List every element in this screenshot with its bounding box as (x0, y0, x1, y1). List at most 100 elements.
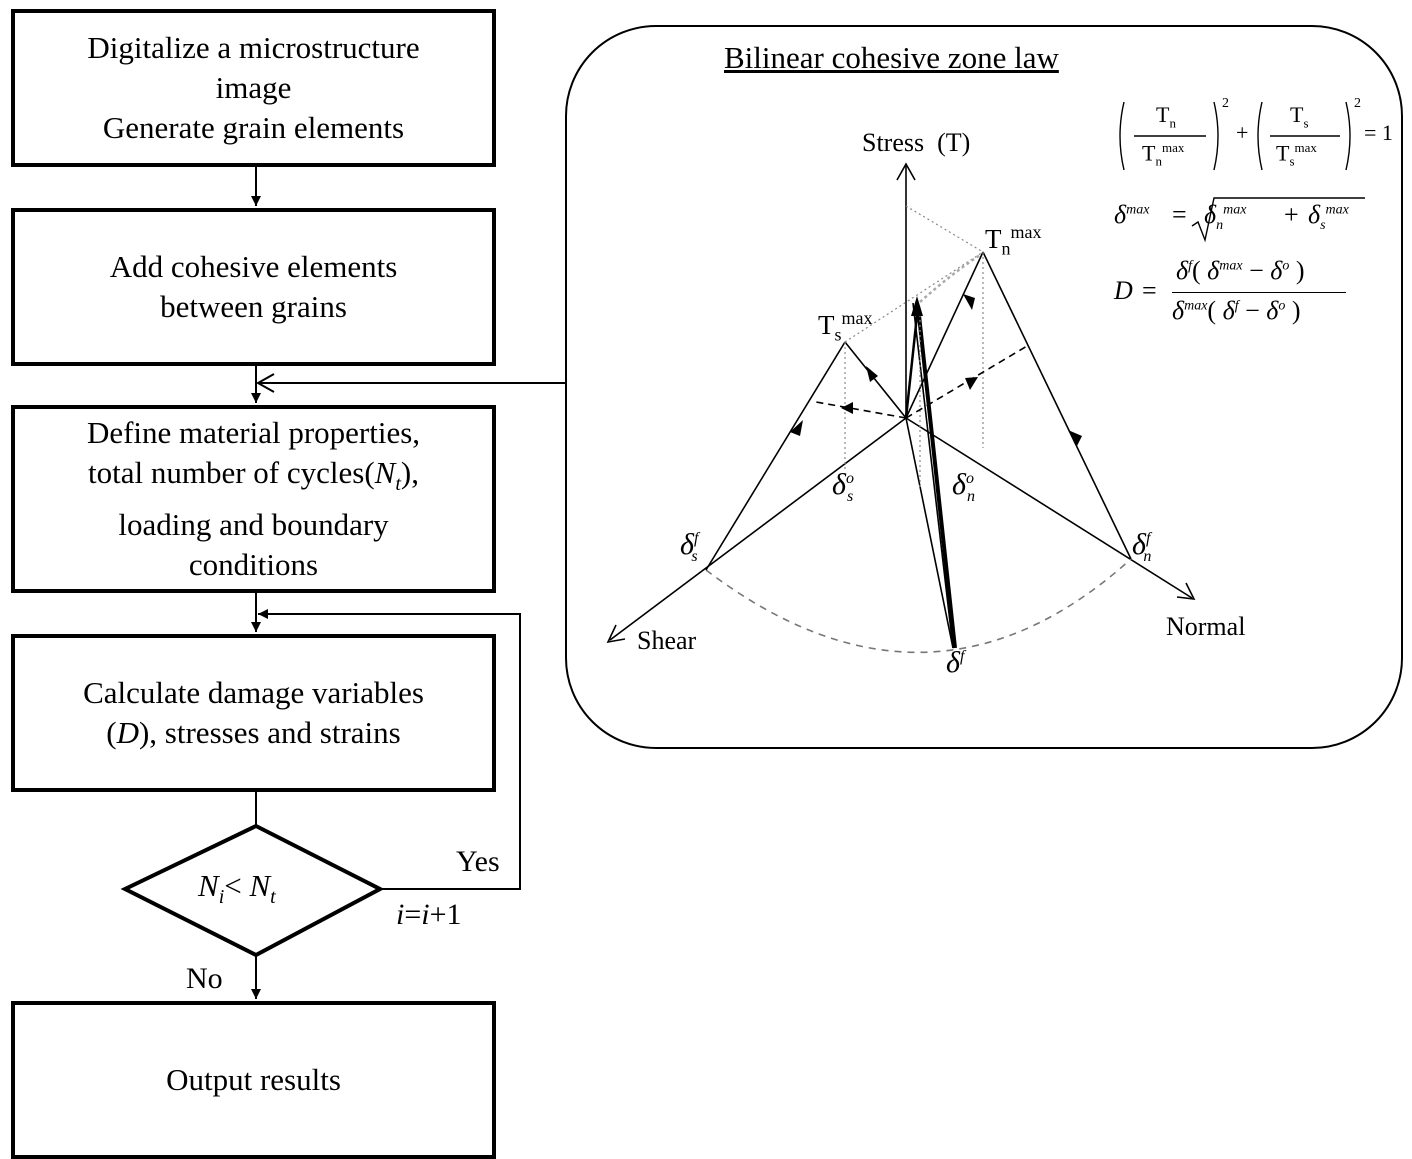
dashed-shear (815, 401, 907, 419)
shear-axis-label: Shear (637, 626, 697, 655)
shear-triangle-down (844, 341, 907, 419)
dashed-normal (905, 345, 1028, 419)
ts-sub: s (834, 324, 842, 345)
ts-sup: max (841, 308, 873, 328)
eq2-ds: δsmax (1308, 200, 1349, 234)
dno-sup: o (965, 470, 974, 487)
arrow-normal-down (1068, 430, 1082, 446)
step-define-line2-tail: ), (400, 455, 419, 491)
delta-n-o-label: δon (952, 468, 975, 506)
step-calculate-line2-tail: ), stresses and strains (138, 715, 401, 750)
dnf-d: δ (1132, 528, 1146, 561)
increment-label: i=i+1 (396, 898, 462, 932)
shear-axis-head (606, 624, 626, 644)
dnf-sup: f (1145, 530, 1151, 547)
normal-axis-head (1176, 582, 1196, 600)
mixed-line-thin (912, 302, 954, 649)
eq1-plus: + (1236, 120, 1249, 145)
eq1-ts-den: Tsmax (1276, 140, 1317, 169)
step-output-line1: Output results (166, 1062, 341, 1097)
decision-nt-sub: t (270, 886, 276, 909)
step-define-line2: total number of cycles(Nt), (88, 453, 419, 504)
normal-axis (905, 417, 1193, 599)
arrow-shear-up (866, 366, 878, 382)
normal-triangle-up (905, 251, 984, 419)
dsf-sup: f (693, 530, 699, 547)
dno-d: δ (952, 468, 966, 501)
arrow-normal-up (963, 294, 975, 310)
step-cohesive: Add cohesive elements between grains (11, 208, 496, 366)
shear-axis (609, 417, 907, 641)
step-cohesive-line1: Add cohesive elements (109, 249, 398, 284)
stress-axis-head (896, 162, 916, 181)
failure-arc (705, 558, 1132, 654)
step-define-line4: conditions (188, 546, 319, 582)
dso-d: δ (832, 468, 846, 501)
step-calculate-line1: Calculate damage variables (83, 675, 424, 710)
tn-base: T (985, 224, 1002, 254)
arrow-bold-up (911, 296, 923, 316)
inset-title: Bilinear cohesive zone law (724, 40, 1059, 75)
eq1-ts-num: Ts (1290, 102, 1309, 131)
step-digitalize-line2: image (215, 70, 292, 105)
dnf-sub: n (1143, 548, 1152, 565)
shear-triangle-up (705, 341, 846, 571)
step-define-line2-text: total number of cycles( (88, 455, 375, 491)
eq2-plus: + (1284, 200, 1299, 229)
delta-s-f-label: δfs (680, 528, 698, 566)
peak-shear-label: Tsmax (818, 308, 873, 345)
arrow-dashed-shear (841, 402, 853, 414)
eq3-num: δf( δmax − δo ) (1176, 256, 1305, 285)
step-define-line3: loading and boundary (118, 506, 389, 542)
mixed-line-up (904, 305, 920, 419)
inc-i1: i (396, 898, 405, 931)
nt-symbol: N (374, 455, 396, 491)
dsf-sub: s (691, 548, 698, 565)
eq3-eq: = (1142, 276, 1157, 305)
dno-sub: n (966, 488, 975, 505)
step-define-line1: Define material properties, (86, 415, 421, 451)
decision-label: Ni< Nt (198, 868, 276, 909)
df-d: δ (946, 646, 960, 679)
step-digitalize-line1: Digitalize a microstructure (87, 30, 420, 65)
peak-normal-label: Tnmax (985, 222, 1042, 259)
normal-axis-label: Normal (1166, 612, 1246, 641)
eq1-sq1: 2 (1222, 96, 1229, 111)
arrow-dashed-normal (965, 377, 978, 390)
mixed-line-bold (916, 305, 957, 649)
equation-1: Tn Tnmax 2 + Ts Tsmax 2 = 1 (1114, 96, 1404, 176)
decision-ni: N (198, 868, 219, 903)
eq1-tn-num: Tn (1156, 102, 1176, 131)
mixed-path-dotted (919, 253, 981, 303)
inc-eq: = (404, 898, 422, 931)
ts-base: T (818, 310, 835, 340)
paren-open: ( (106, 715, 117, 750)
df-sup: f (959, 648, 965, 665)
inc-i2: i (421, 898, 430, 931)
stress-axis-label: Stress (T) (862, 128, 971, 157)
tn-sup: max (1010, 222, 1042, 242)
normal-triangle-down (982, 251, 1132, 560)
eq2-dn: δnmax (1204, 200, 1247, 234)
eq3-den: δmax( δf − δo ) (1172, 296, 1301, 325)
no-label: No (186, 962, 223, 995)
equation-2: δmax = δnmax + δsmax (1114, 196, 1404, 246)
step-calculate-line2: (D), stresses and strains (106, 713, 400, 753)
step-digitalize: Digitalize a microstructure image Genera… (11, 9, 496, 167)
step-digitalize-line3: Generate grain elements (102, 110, 405, 145)
delta-n-f-label: δfn (1132, 528, 1151, 566)
eq1-sq2: 2 (1354, 96, 1361, 111)
tn-sub: n (1001, 238, 1011, 259)
eq2-lhs: δmax (1114, 200, 1150, 229)
step-cohesive-line2: between grains (160, 289, 347, 324)
eq1-tn-den: Tnmax (1142, 140, 1185, 169)
eq1-equals: = 1 (1364, 120, 1393, 145)
mixed-line-left (905, 417, 954, 649)
guide-top (905, 205, 984, 253)
dso-sup: o (845, 470, 854, 487)
step-define: Define material properties, total number… (11, 405, 496, 593)
damage-symbol: D (116, 715, 139, 750)
decision-op: < (224, 868, 242, 903)
dsf-d: δ (680, 528, 694, 561)
nt-sub: t (395, 473, 401, 496)
